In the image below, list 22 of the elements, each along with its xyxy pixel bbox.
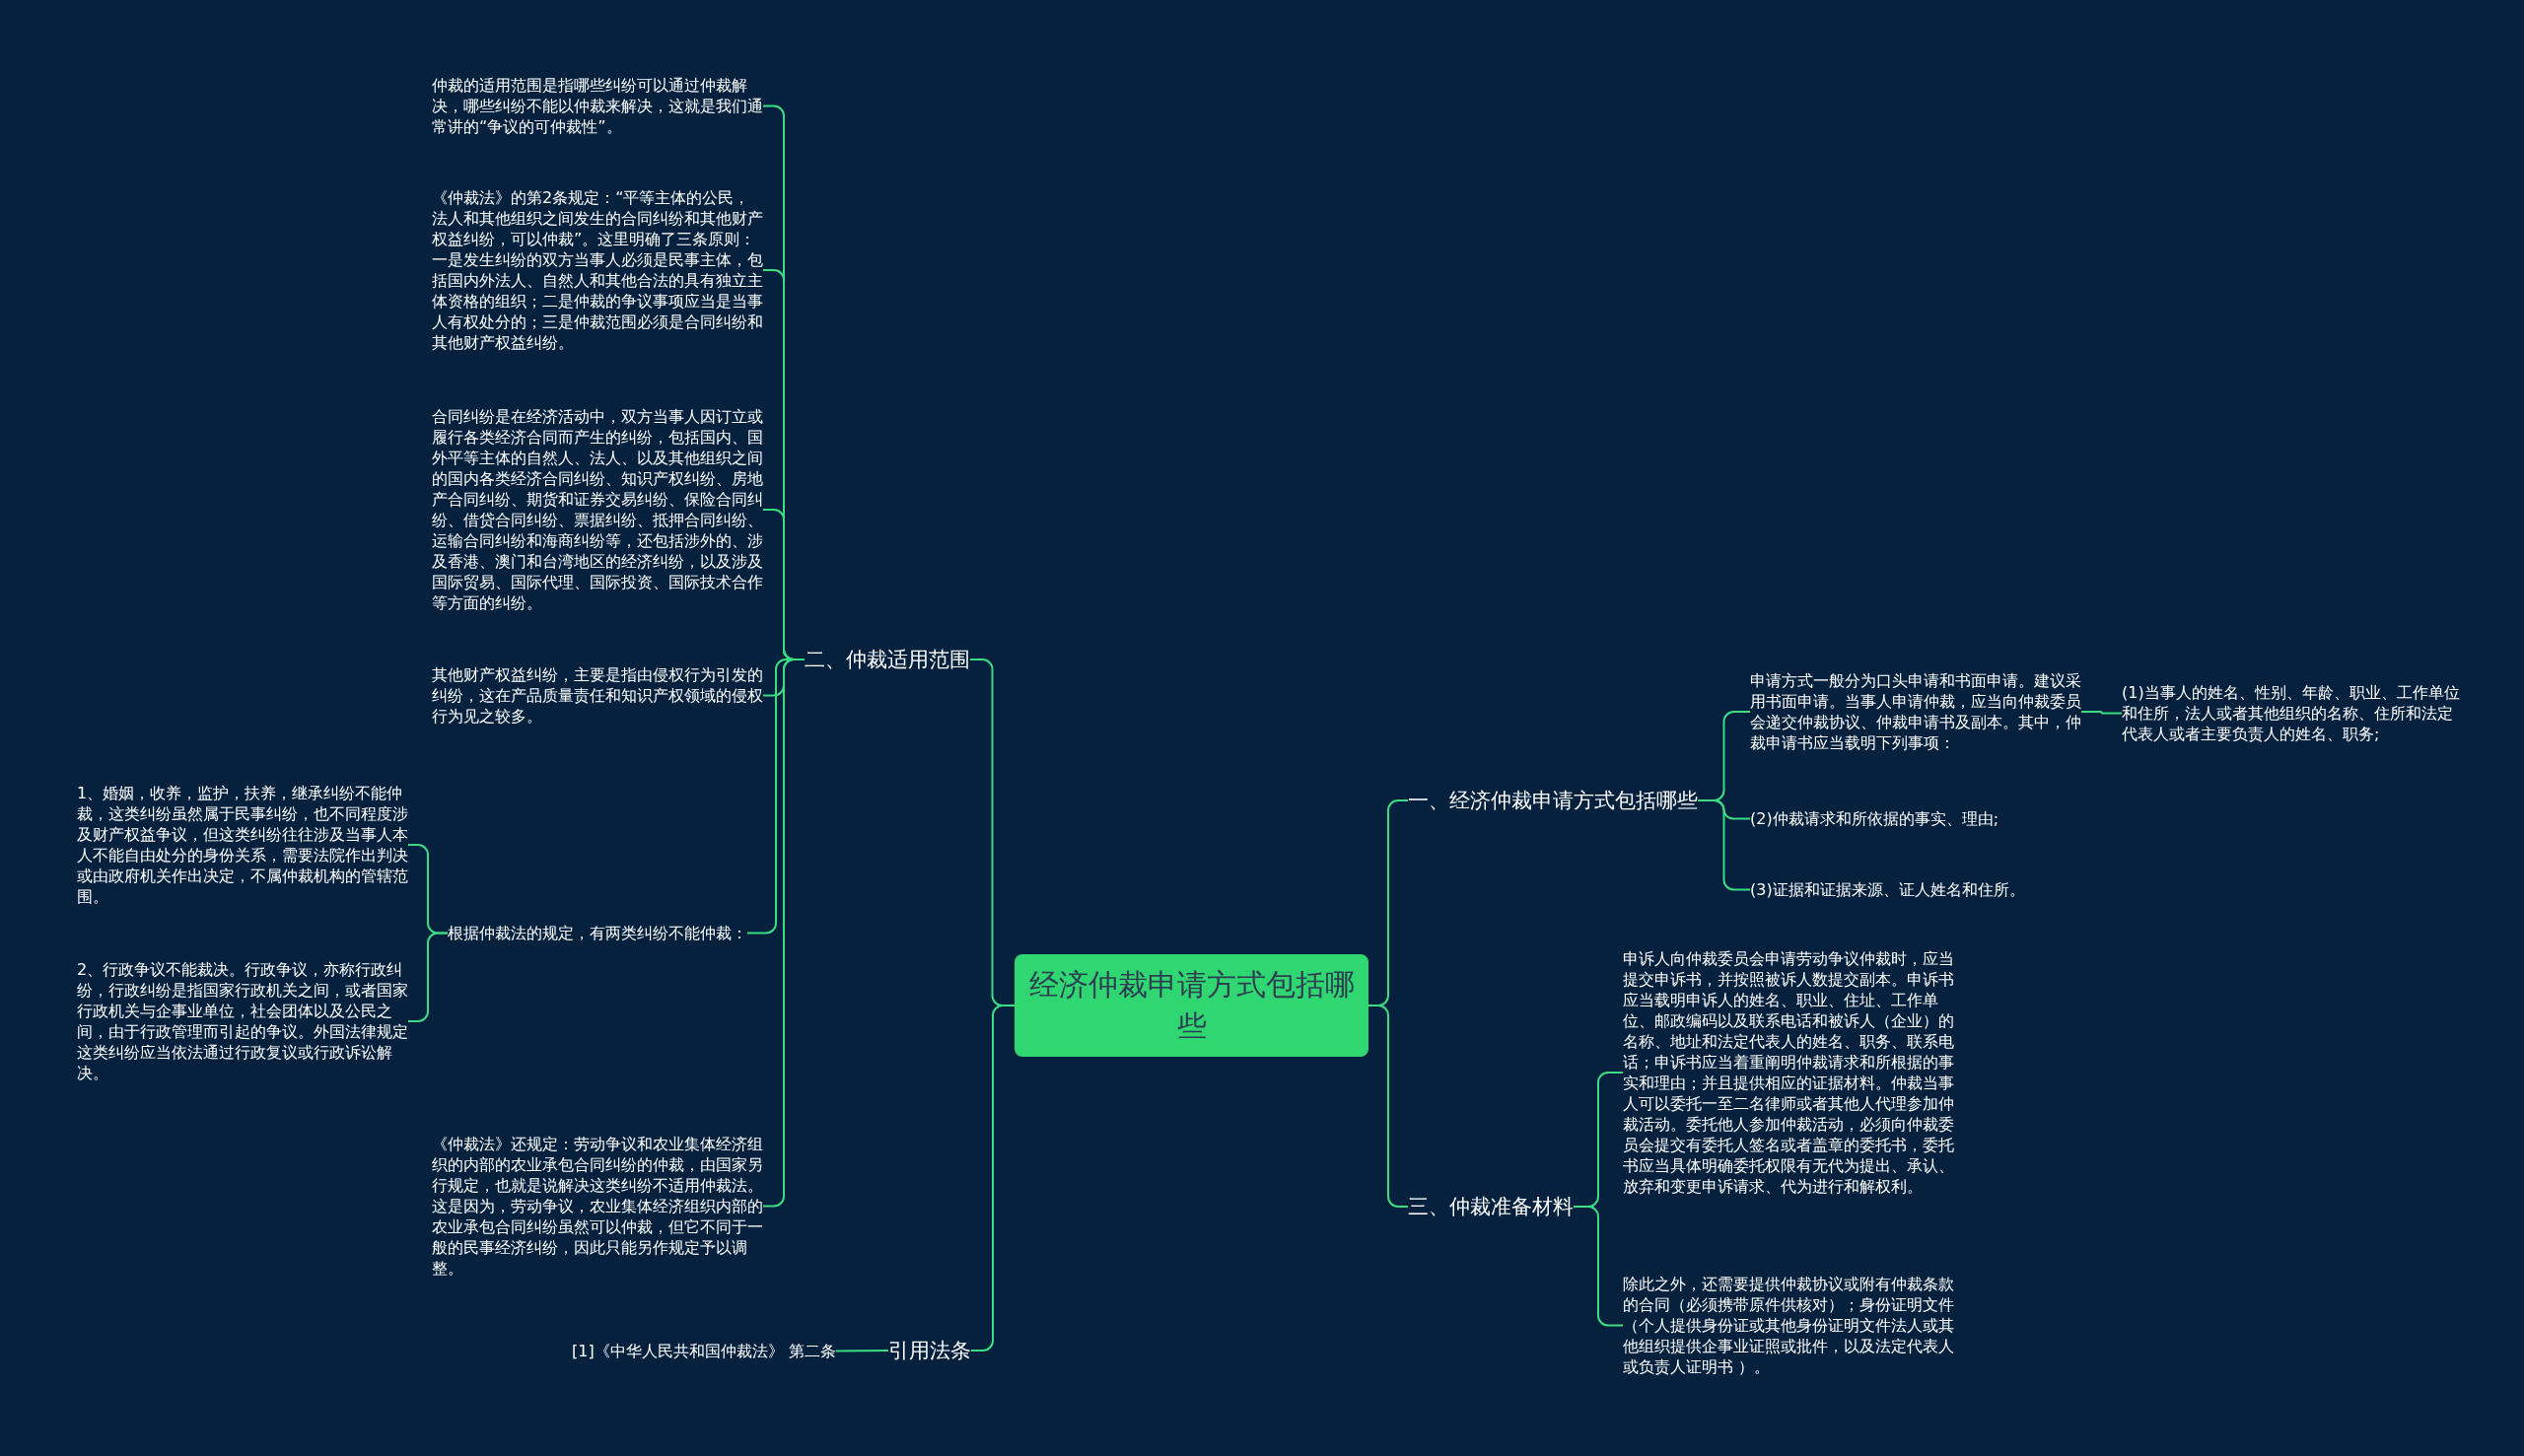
topic-text: 申请方式一般分为口头申请和书面申请。建议采用书面申请。当事人申请仲裁，应当向仲裁委员会递交仲裁协议、仲裁申请书及副本。其中，仲裁申请书应当载明下列事项： [1750, 670, 2081, 753]
topic-text: 合同纠纷是在经济活动中，双方当事人因订立或履行各类经济合同而产生的纠纷，包括国内、国外平等主体的自然人、法人、以及其他组织之间的国内各类经济合同纠纷、知识产权纠纷、房地产合同纠纷、期货和证券交易纠纷、保险合同纠纷、借贷合同纠纷、票据纠纷、抵押合同纠纷、运输合同纠纷和海商纠纷等，还包括涉外的、涉及香港、澳门和台湾地区的经济纠纷，以及涉及国际贸易、国际代理、国际投资、国际技术合作等方面的纠纷。 [432, 406, 763, 613]
topic-text: [1]《中华人民共和国仲裁法》 第二条 [572, 1341, 836, 1361]
topic-text: 《仲裁法》还规定：劳动争议和农业集体经济组织的内部的农业承包合同纠纷的仲裁，由国家另行规定，也就是说解决这类纠纷不适用仲裁法。这是因为，劳动争议，农业集体经济组织内部的农业承包合同纠纷虽然可以仲裁，但它不同于一般的民事经济纠纷，因此只能另作规定予以调整。 [432, 1134, 763, 1279]
topic-text: 根据仲裁法的规定，有两类纠纷不能仲裁： [448, 923, 747, 943]
branch-topic: 一、经济仲裁申请方式包括哪些 [1408, 787, 1698, 814]
connector-line [834, 1350, 889, 1352]
topic-text: (1)当事人的姓名、性别、年龄、职业、工作单位和住所，法人或者其他组织的名称、住所和法定代表人或者主要负责人的姓名、职务; [2122, 682, 2462, 744]
branch-topic: 引用法条 [888, 1337, 971, 1364]
topic-text: 2、行政争议不能裁决。行政争议，亦称行政纠纷，行政纠纷是指国家行政机关之间，或者国家行政机关与企事业单位，社会团体以及公民之间，由于行政管理而引起的争议。外国法律规定这类纠纷应当依法通过行政复议或行政诉讼解决。 [77, 959, 408, 1083]
topic-text: 《仲裁法》的第2条规定：“平等主体的公民，法人和其他组织之间发生的合同纠纷和其他财产权益纠纷，可以仲裁”。这里明确了三条原则：一是发生纠纷的双方当事人必须是民事主体，包括国内外法人、自然人和其他合法的具有独立主体资格的组织；二是仲裁的争议事项应当是当事人有权处分的；三是仲裁范围必须是合同纠纷和其他财产权益纠纷。 [432, 187, 763, 353]
topic-text: (3)证据和证据来源、证人姓名和住所。 [1750, 879, 2025, 900]
branch-topic: 二、仲裁适用范围 [805, 646, 970, 673]
branch-topic: 三、仲裁准备材料 [1408, 1193, 1574, 1220]
topic-text: (2)仲裁请求和所依据的事实、理由; [1750, 808, 1999, 829]
topic-text: 仲裁的适用范围是指哪些纠纷可以通过仲裁解决，哪些纠纷不能以仲裁来解决，这就是我们通常讲的“争议的可仲裁性”。 [432, 75, 763, 137]
central-topic-box: 经济仲裁申请方式包括哪些 [1015, 954, 1368, 1057]
topic-text: 其他财产权益纠纷，主要是指由侵权行为引发的纠纷，这在产品质量责任和知识产权领域的侵权行为见之较多。 [432, 664, 763, 727]
connector-line [2080, 711, 2123, 715]
topic-text: 除此之外，还需要提供仲裁协议或附有仲裁条款的合同（必须携带原件供核对）；身份证明文件（个人提供身份证或其他身份证明文件法人或其他组织提供企事业证照或批件，以及法定代表人或负责人证明书 ）。 [1623, 1274, 1954, 1377]
topic-text: 申诉人向仲裁委员会申请劳动争议仲裁时，应当提交申诉书，并按照被诉人数提交副本。申诉书应当载明申诉人的姓名、职业、住址、工作单位、邮政编码以及联系电话和被诉人（企业）的名称、地址和法定代表人的姓名、职务、联系电话；申诉书应当着重阐明仲裁请求和所根据的事实和理由；并且提供相应的证据材料。仲裁当事人可以委托一至二名律师或者其他人代理参加仲裁活动。委托他人参加仲裁活动，必须向仲裁委员会提交有委托人签名或者盖章的委托书，委托书应当具体明确委托权限有无代为提出、承认、放弃和变更申诉请求、代为进行和解权利。 [1623, 948, 1954, 1197]
topic-text: 1、婚姻，收养，监护，扶养，继承纠纷不能仲裁，这类纠纷虽然属于民事纠纷，也不同程度涉及财产权益争议，但这类纠纷往往涉及当事人本人不能自由处分的身份关系，需要法院作出判决或由政府机关作出决定，不属仲裁机构的管辖范围。 [77, 783, 408, 907]
